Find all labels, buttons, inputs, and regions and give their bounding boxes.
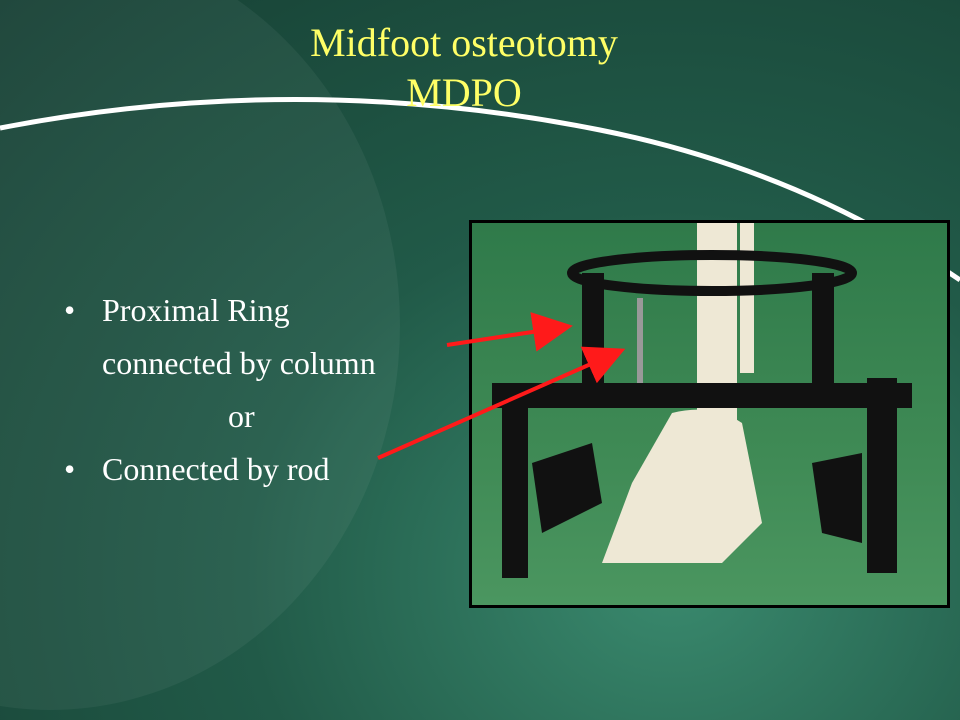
or-text: or: [228, 398, 255, 434]
title-line-2: MDPO: [406, 70, 522, 115]
arrow-to-rod: [377, 346, 626, 460]
arrow-to-column: [446, 312, 573, 352]
bullet-connected-by-rod: •Connected by rod: [64, 443, 376, 496]
title-line-1: Midfoot osteotomy: [310, 20, 618, 65]
bullet-text: connected by column: [102, 345, 376, 381]
bullet-text: Proximal Ring: [102, 292, 290, 328]
fixator-photo: [469, 220, 950, 608]
fixator-illustration: [492, 223, 912, 578]
bullet-text: Connected by rod: [102, 451, 330, 487]
